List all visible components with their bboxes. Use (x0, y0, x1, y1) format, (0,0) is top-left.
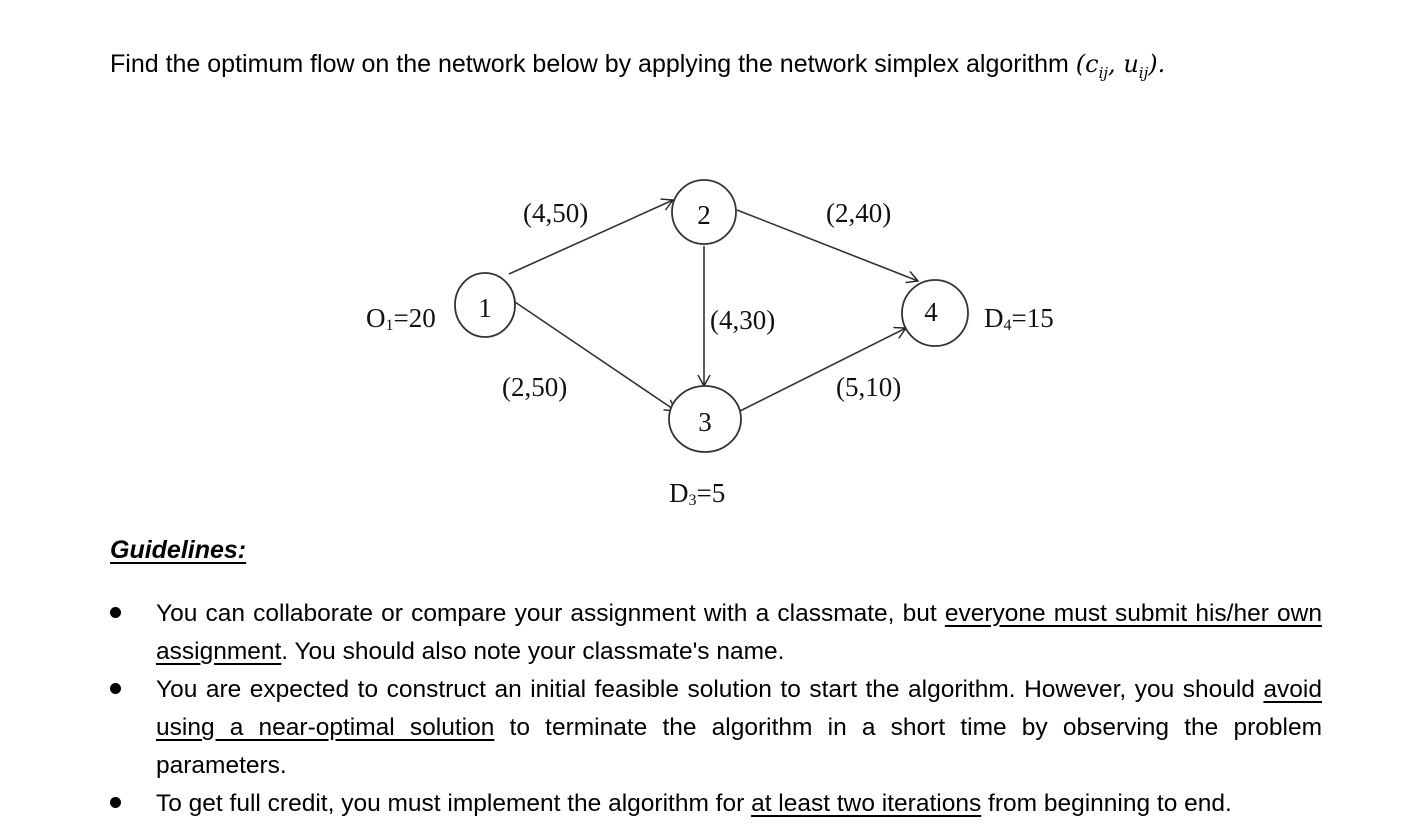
node-3-circle (668, 385, 742, 453)
arc-3-4 (735, 326, 908, 414)
node-2-circle (671, 179, 737, 245)
arc-2-4-label: (2,40) (826, 198, 891, 228)
node-3-label: 3 (698, 407, 712, 437)
question-text: Find the optimum flow on the network bel… (110, 46, 1165, 91)
node-4-circle (901, 279, 969, 347)
network-diagram: 1 2 3 4 (4,50) (2,50) (4,30) (2,40) (5,1… (366, 179, 1054, 509)
demand-node-3-label: D3=5 (669, 478, 725, 509)
guideline-item: To get full credit, you must implement t… (0, 785, 1420, 823)
arc-3-4-label: (5,10) (836, 372, 901, 402)
demand-node-4-label: D4=15 (984, 303, 1054, 334)
node-1-label: 1 (478, 293, 492, 323)
guideline-text: To get full credit, you must implement t… (156, 790, 1232, 817)
arc-1-3 (511, 299, 678, 412)
arc-1-2-label: (4,50) (523, 198, 588, 228)
arc-2-3-label: (4,30) (710, 305, 775, 335)
node-4-label: 4 (924, 297, 938, 327)
guideline-item: You are expected to construct an initial… (0, 671, 1420, 785)
guideline-text: You are expected to construct an initial… (156, 676, 1322, 779)
guideline-emphasis: avoid using a near-optimal solution (156, 676, 1322, 741)
cost-capacity-notation: (cij, uij). (1075, 50, 1166, 82)
arc-2-4 (736, 209, 920, 284)
arc-1-2 (508, 198, 675, 275)
bullet-icon (110, 607, 121, 618)
question-sentence: Find the optimum flow on the network bel… (110, 50, 1069, 78)
bullet-icon (110, 683, 121, 694)
bullet-icon (110, 797, 121, 808)
guideline-item: You can collaborate or compare your assi… (0, 595, 1420, 671)
guideline-text: You can collaborate or compare your assi… (156, 600, 1322, 665)
guideline-emphasis: at least two iterations (751, 790, 982, 817)
supply-node-1-label: O1=20 (366, 303, 436, 334)
node-1-circle (454, 272, 516, 338)
guideline-emphasis: everyone must submit his/her own assignm… (156, 600, 1322, 665)
guidelines-list: You can collaborate or compare your assi… (0, 595, 1420, 823)
arc-1-3-label: (2,50) (502, 372, 567, 402)
node-2-label: 2 (697, 200, 711, 230)
guidelines-heading: Guidelines: (110, 536, 247, 564)
